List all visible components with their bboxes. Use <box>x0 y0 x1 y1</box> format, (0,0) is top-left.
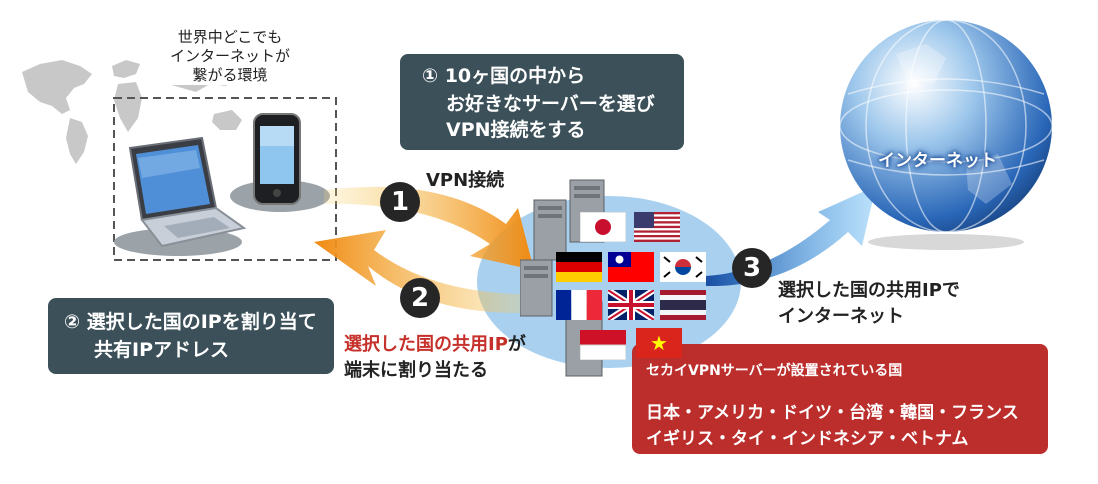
internet-arrow <box>706 186 876 286</box>
countries-line-1: 日本・アメリカ・ドイツ・台湾・韓国・フランス <box>646 403 1019 423</box>
vpn-connection-label: VPN接続 <box>426 170 505 191</box>
assigned-to-device-text: 端末に割り当たる <box>344 360 488 381</box>
step-number-2: 2 <box>400 278 440 318</box>
environment-label: 世界中どこでも インターネットが 繋がる環境 <box>140 28 320 85</box>
taiwan-flag <box>608 252 654 282</box>
shared-ip-highlight: 選択した国の共用IP <box>344 334 508 355</box>
vietnam-flag: ★ <box>636 328 682 358</box>
environment-box <box>113 97 337 261</box>
step-number-1: 1 <box>380 182 420 222</box>
countries-line-2: イギリス・タイ・インドネシア・ベトナム <box>646 429 969 449</box>
france-flag <box>556 290 602 320</box>
step1-callout: ① 10ヶ国の中から お好きなサーバーを選び VPN接続をする <box>400 54 684 150</box>
thailand-flag <box>660 290 706 320</box>
ip-assignment-label: 選択した国の共用IPが 端末に割り当たる <box>344 332 526 384</box>
server-countries-box: ★ セカイVPNサーバーが設置されている国 日本・アメリカ・ドイツ・台湾・韓国・… <box>632 328 1048 454</box>
smartphone-icon <box>230 113 330 212</box>
germany-flag <box>556 252 602 282</box>
usa-flag <box>634 212 680 242</box>
uk-flag <box>608 290 654 320</box>
countries-header: セカイVPNサーバーが設置されている国 <box>646 363 903 379</box>
laptop-icon <box>114 136 247 256</box>
shared-ip-suffix: が <box>507 334 526 355</box>
vpn-connection-arrow <box>324 186 534 270</box>
japan-flag <box>580 212 626 242</box>
korea-flag <box>660 252 706 282</box>
step2-callout: ② 選択した国のIPを割り当て 共有IPアドレス <box>48 298 334 374</box>
shared-ip-internet-label: 選択した国の共用IPで インターネット <box>778 280 960 327</box>
globe-internet-label: インターネット <box>878 151 997 171</box>
indonesia-flag <box>580 330 626 360</box>
ip-assignment-arrow <box>314 230 548 314</box>
internet-globe-icon <box>839 19 1053 250</box>
step-number-3: 3 <box>732 248 772 288</box>
